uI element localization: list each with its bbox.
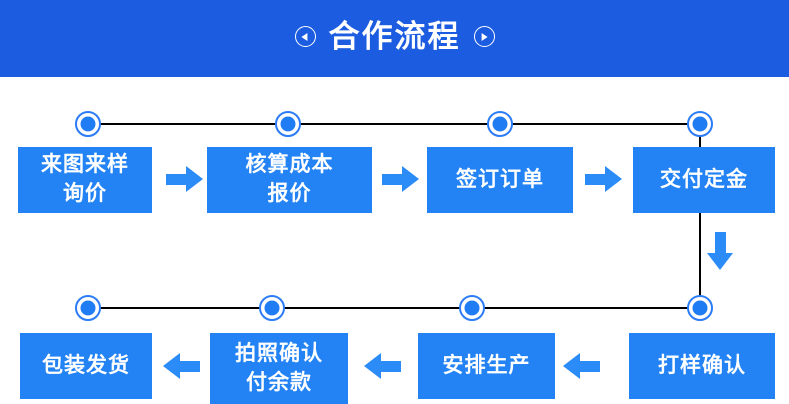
arrow-head [402, 166, 419, 192]
header-banner: 合作流程 [0, 0, 789, 77]
arrow-shaft [579, 361, 600, 372]
node-bottom-3 [459, 295, 485, 321]
node-top-2 [275, 111, 301, 137]
circled-right-triangle-icon [473, 26, 495, 47]
arrow-shaft [715, 232, 726, 253]
arrow-shaft [166, 174, 187, 185]
arrow-right-icon-3 [585, 166, 622, 193]
arrow-right-icon-1 [166, 166, 203, 193]
arrow-head [163, 353, 180, 379]
step-box-3-line-1: 签订订单 [456, 167, 544, 191]
arrow-shaft [585, 174, 606, 185]
step-box-2[interactable]: 核算成本 报价 [207, 147, 372, 213]
node-bottom-4 [687, 295, 713, 321]
step-box-7-line-2: 付余款 [246, 370, 312, 394]
arrow-shaft [382, 174, 403, 185]
arrow-left-icon-3 [163, 353, 200, 380]
arrow-shaft [179, 361, 200, 372]
step-box-2-line-2: 报价 [267, 182, 312, 205]
connector-line-vertical-right [699, 123, 702, 310]
step-box-7-line-1: 拍照确认 [235, 341, 323, 365]
arrow-right-icon-2 [382, 166, 419, 193]
node-top-1 [75, 111, 101, 137]
step-box-5[interactable]: 打样确认 [629, 333, 775, 399]
arrow-head [186, 166, 203, 192]
step-box-2-line-1: 核算成本 [245, 153, 334, 177]
arrow-down-icon-1 [707, 232, 734, 270]
arrow-head [364, 353, 381, 379]
arrow-left-icon-2 [364, 353, 401, 380]
step-box-1[interactable]: 来图来样 询价 [18, 147, 152, 213]
node-bottom-1 [75, 295, 101, 321]
node-top-3 [487, 111, 513, 137]
step-box-8[interactable]: 包装发货 [20, 333, 152, 399]
node-bottom-2 [259, 295, 285, 321]
page-title: 合作流程 [328, 19, 461, 54]
step-box-6-line-1: 安排生产 [442, 353, 531, 377]
node-top-4 [687, 111, 713, 137]
connector-line-bottom [88, 307, 702, 309]
step-box-1-line-1: 来图来样 [41, 153, 129, 177]
step-box-6[interactable]: 安排生产 [418, 333, 555, 399]
arrow-left-icon-1 [563, 353, 600, 380]
step-box-7[interactable]: 拍照确认 付余款 [210, 333, 348, 404]
arrow-head [707, 253, 733, 270]
step-box-3[interactable]: 签订订单 [427, 147, 573, 213]
connector-line-top [88, 123, 702, 125]
step-box-4[interactable]: 交付定金 [633, 147, 775, 213]
arrow-head [605, 166, 622, 192]
circled-left-triangle-icon [294, 26, 316, 47]
step-box-4-line-1: 交付定金 [660, 167, 748, 191]
step-box-5-line-1: 打样确认 [658, 353, 746, 377]
step-box-8-line-1: 包装发货 [42, 353, 130, 377]
header-title-group: 合作流程 [294, 19, 495, 54]
arrow-shaft [380, 361, 401, 372]
arrow-head [563, 353, 580, 379]
step-box-1-line-2: 询价 [63, 182, 107, 205]
